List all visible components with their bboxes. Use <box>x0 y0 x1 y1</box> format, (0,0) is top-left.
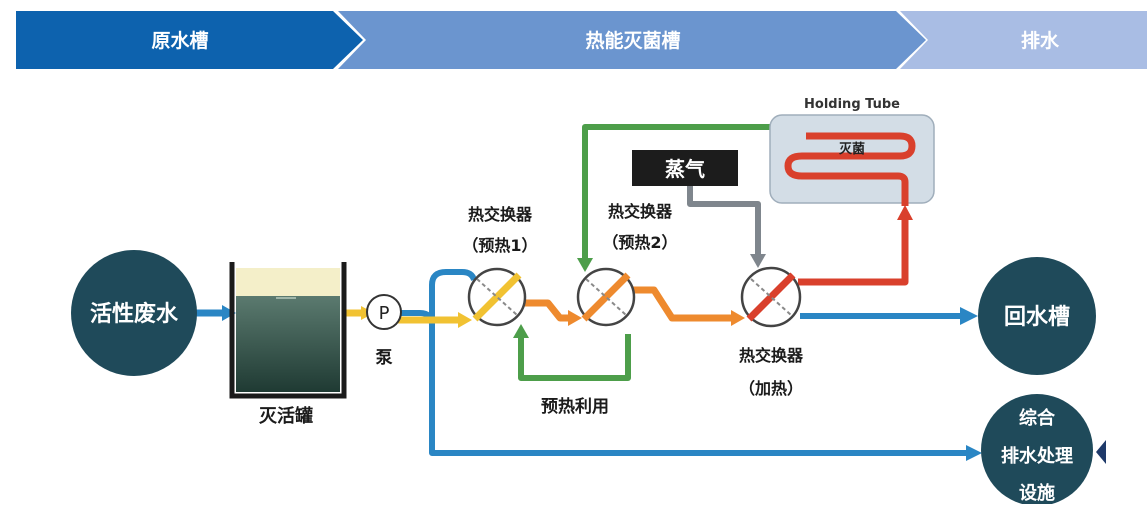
heat-exchanger-2: 热交换器 （预热2） <box>576 202 678 327</box>
holding-tube-title: Holding Tube <box>804 97 900 112</box>
step-drain-label: 排水 <box>1021 29 1060 52</box>
pipe-steam-to-hx3 <box>687 186 761 258</box>
wastewater-source-label: 活性废水 <box>90 301 179 327</box>
pump-symbol: P <box>379 303 390 324</box>
step-thermal-sterilization-tank <box>338 11 926 69</box>
heat-exchanger-3: 热交换器 （加热） <box>739 266 804 398</box>
return-tank: 回水槽 <box>978 257 1096 375</box>
arrow-green-up <box>513 324 529 338</box>
hx2-label-line2: （预热2） <box>602 233 677 252</box>
pipe-holding-tube-to-hx2 <box>582 124 770 262</box>
arrow-to-drain-facility <box>966 445 982 461</box>
preheat-use-label: 预热利用 <box>541 396 609 417</box>
wastewater-source: 活性废水 <box>71 250 197 376</box>
arrow-to-hx1 <box>458 312 472 328</box>
inactivation-tank: 灭活罐 <box>229 262 347 427</box>
step-raw-water-tank-label: 原水槽 <box>151 29 208 52</box>
step-drain <box>900 11 1147 69</box>
inactivation-tank-label: 灭活罐 <box>258 405 313 427</box>
holding-tube-coil <box>784 132 916 206</box>
drain-facility-line2: 排水处理 <box>1001 445 1073 467</box>
holding-tube: Holding Tube 灭菌 <box>769 97 935 206</box>
hx3-label-line1: 热交换器 <box>739 346 804 365</box>
step-raw-water-tank <box>16 11 363 69</box>
pipe-hx3-to-holding-tube <box>798 216 909 286</box>
arrow-steam-down <box>750 254 766 268</box>
drain-facility-line3: 设施 <box>1019 482 1055 504</box>
pipe-bypass-to-drain <box>398 310 972 456</box>
pipe-pump-to-hx1 <box>429 269 477 325</box>
hx2-label-line1: 热交换器 <box>608 202 673 221</box>
pipe-hx1-to-hx2 <box>522 299 572 322</box>
arrow-to-hx2 <box>568 310 582 326</box>
pipe-hx2-to-hx3 <box>632 286 735 322</box>
arrow-to-return-tank <box>960 307 978 325</box>
drain-treatment-facility: 综合 排水处理 设施 <box>981 394 1093 506</box>
hx1-label-line1: 热交换器 <box>468 205 533 224</box>
arrow-green-down <box>577 258 593 272</box>
arrow-to-holding-tube <box>897 205 913 220</box>
hx3-label-line2: （加热） <box>739 379 803 398</box>
right-edge-marker <box>1096 440 1106 464</box>
arrow-to-hx3 <box>731 310 745 326</box>
sterilize-label: 灭菌 <box>838 141 865 157</box>
steam-label: 蒸气 <box>665 157 705 181</box>
step-thermal-sterilization-tank-label: 热能灭菌槽 <box>585 29 680 52</box>
hx1-label-line2: （预热1） <box>462 236 537 255</box>
steam-source: 蒸气 <box>632 150 738 186</box>
pump: P 泵 <box>366 294 402 368</box>
arrow-source-to-tank <box>222 305 236 321</box>
header-steps: 原水槽 热能灭菌槽 排水 <box>16 11 1147 69</box>
drain-facility-line1: 综合 <box>1019 407 1056 429</box>
pipe-preheat-recirculation <box>518 334 631 381</box>
pump-label: 泵 <box>376 348 393 368</box>
heat-exchanger-1: 热交换器 （预热1） <box>462 205 538 327</box>
return-tank-label: 回水槽 <box>1004 305 1070 330</box>
